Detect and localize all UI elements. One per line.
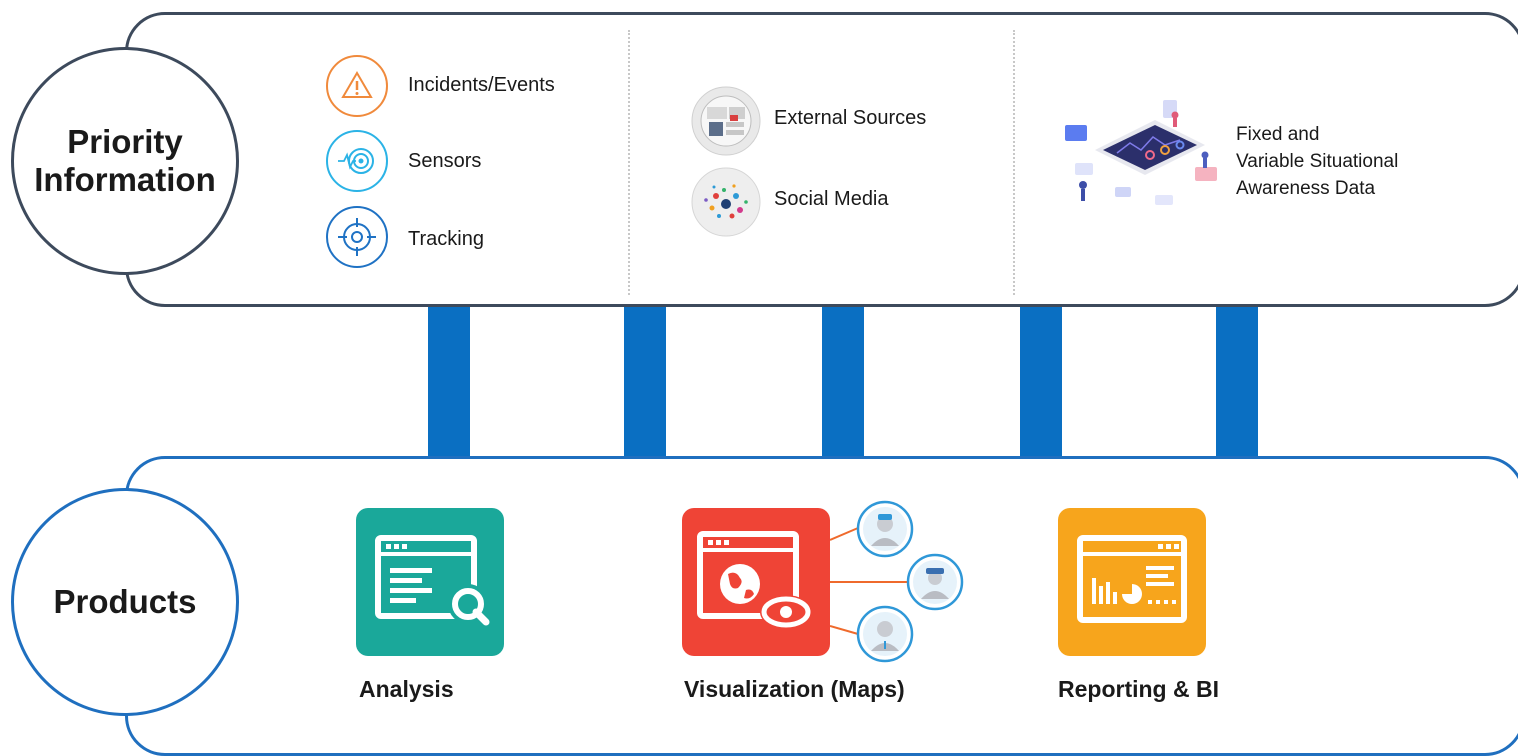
sensors-label: Sensors — [408, 150, 482, 172]
situational-line3: Awareness Data — [1236, 178, 1376, 199]
situational-line1: Fixed and — [1236, 124, 1320, 145]
incidents-events-label: Incidents/Events — [408, 74, 555, 96]
social-media-label: Social Media — [774, 188, 889, 210]
operator-avatar-icon — [856, 500, 914, 558]
officer-avatar-icon — [906, 553, 964, 611]
situational-line2: Variable Situational — [1236, 151, 1399, 172]
tracking-label: Tracking — [408, 228, 484, 250]
priority-information-circle: Priority Information — [11, 47, 239, 275]
connector-lines — [830, 527, 908, 635]
priority-title-line2: Information — [34, 161, 216, 198]
priority-title-line1: Priority — [67, 123, 183, 160]
column-divider — [628, 30, 630, 295]
social-network-icon — [690, 166, 762, 238]
visualization-app-icon — [682, 508, 830, 656]
analysis-app-icon — [356, 508, 504, 656]
warning-icon — [326, 55, 388, 117]
news-globe-icon — [690, 85, 762, 157]
situational-awareness-label: Fixed and Variable Situational Awareness… — [1236, 121, 1398, 202]
tracking-icon — [326, 206, 388, 268]
sensor-icon — [326, 130, 388, 192]
user-avatar-icon — [856, 605, 914, 663]
products-title: Products — [53, 583, 197, 620]
external-sources-label: External Sources — [774, 107, 927, 129]
products-circle: Products — [11, 488, 239, 716]
reporting-app-icon — [1058, 508, 1206, 656]
reporting-label: Reporting & BI — [1058, 676, 1219, 702]
column-divider — [1013, 30, 1015, 295]
dashboard-illustration — [1055, 95, 1225, 220]
analysis-label: Analysis — [359, 676, 454, 702]
visualization-label: Visualization (Maps) — [684, 676, 905, 702]
